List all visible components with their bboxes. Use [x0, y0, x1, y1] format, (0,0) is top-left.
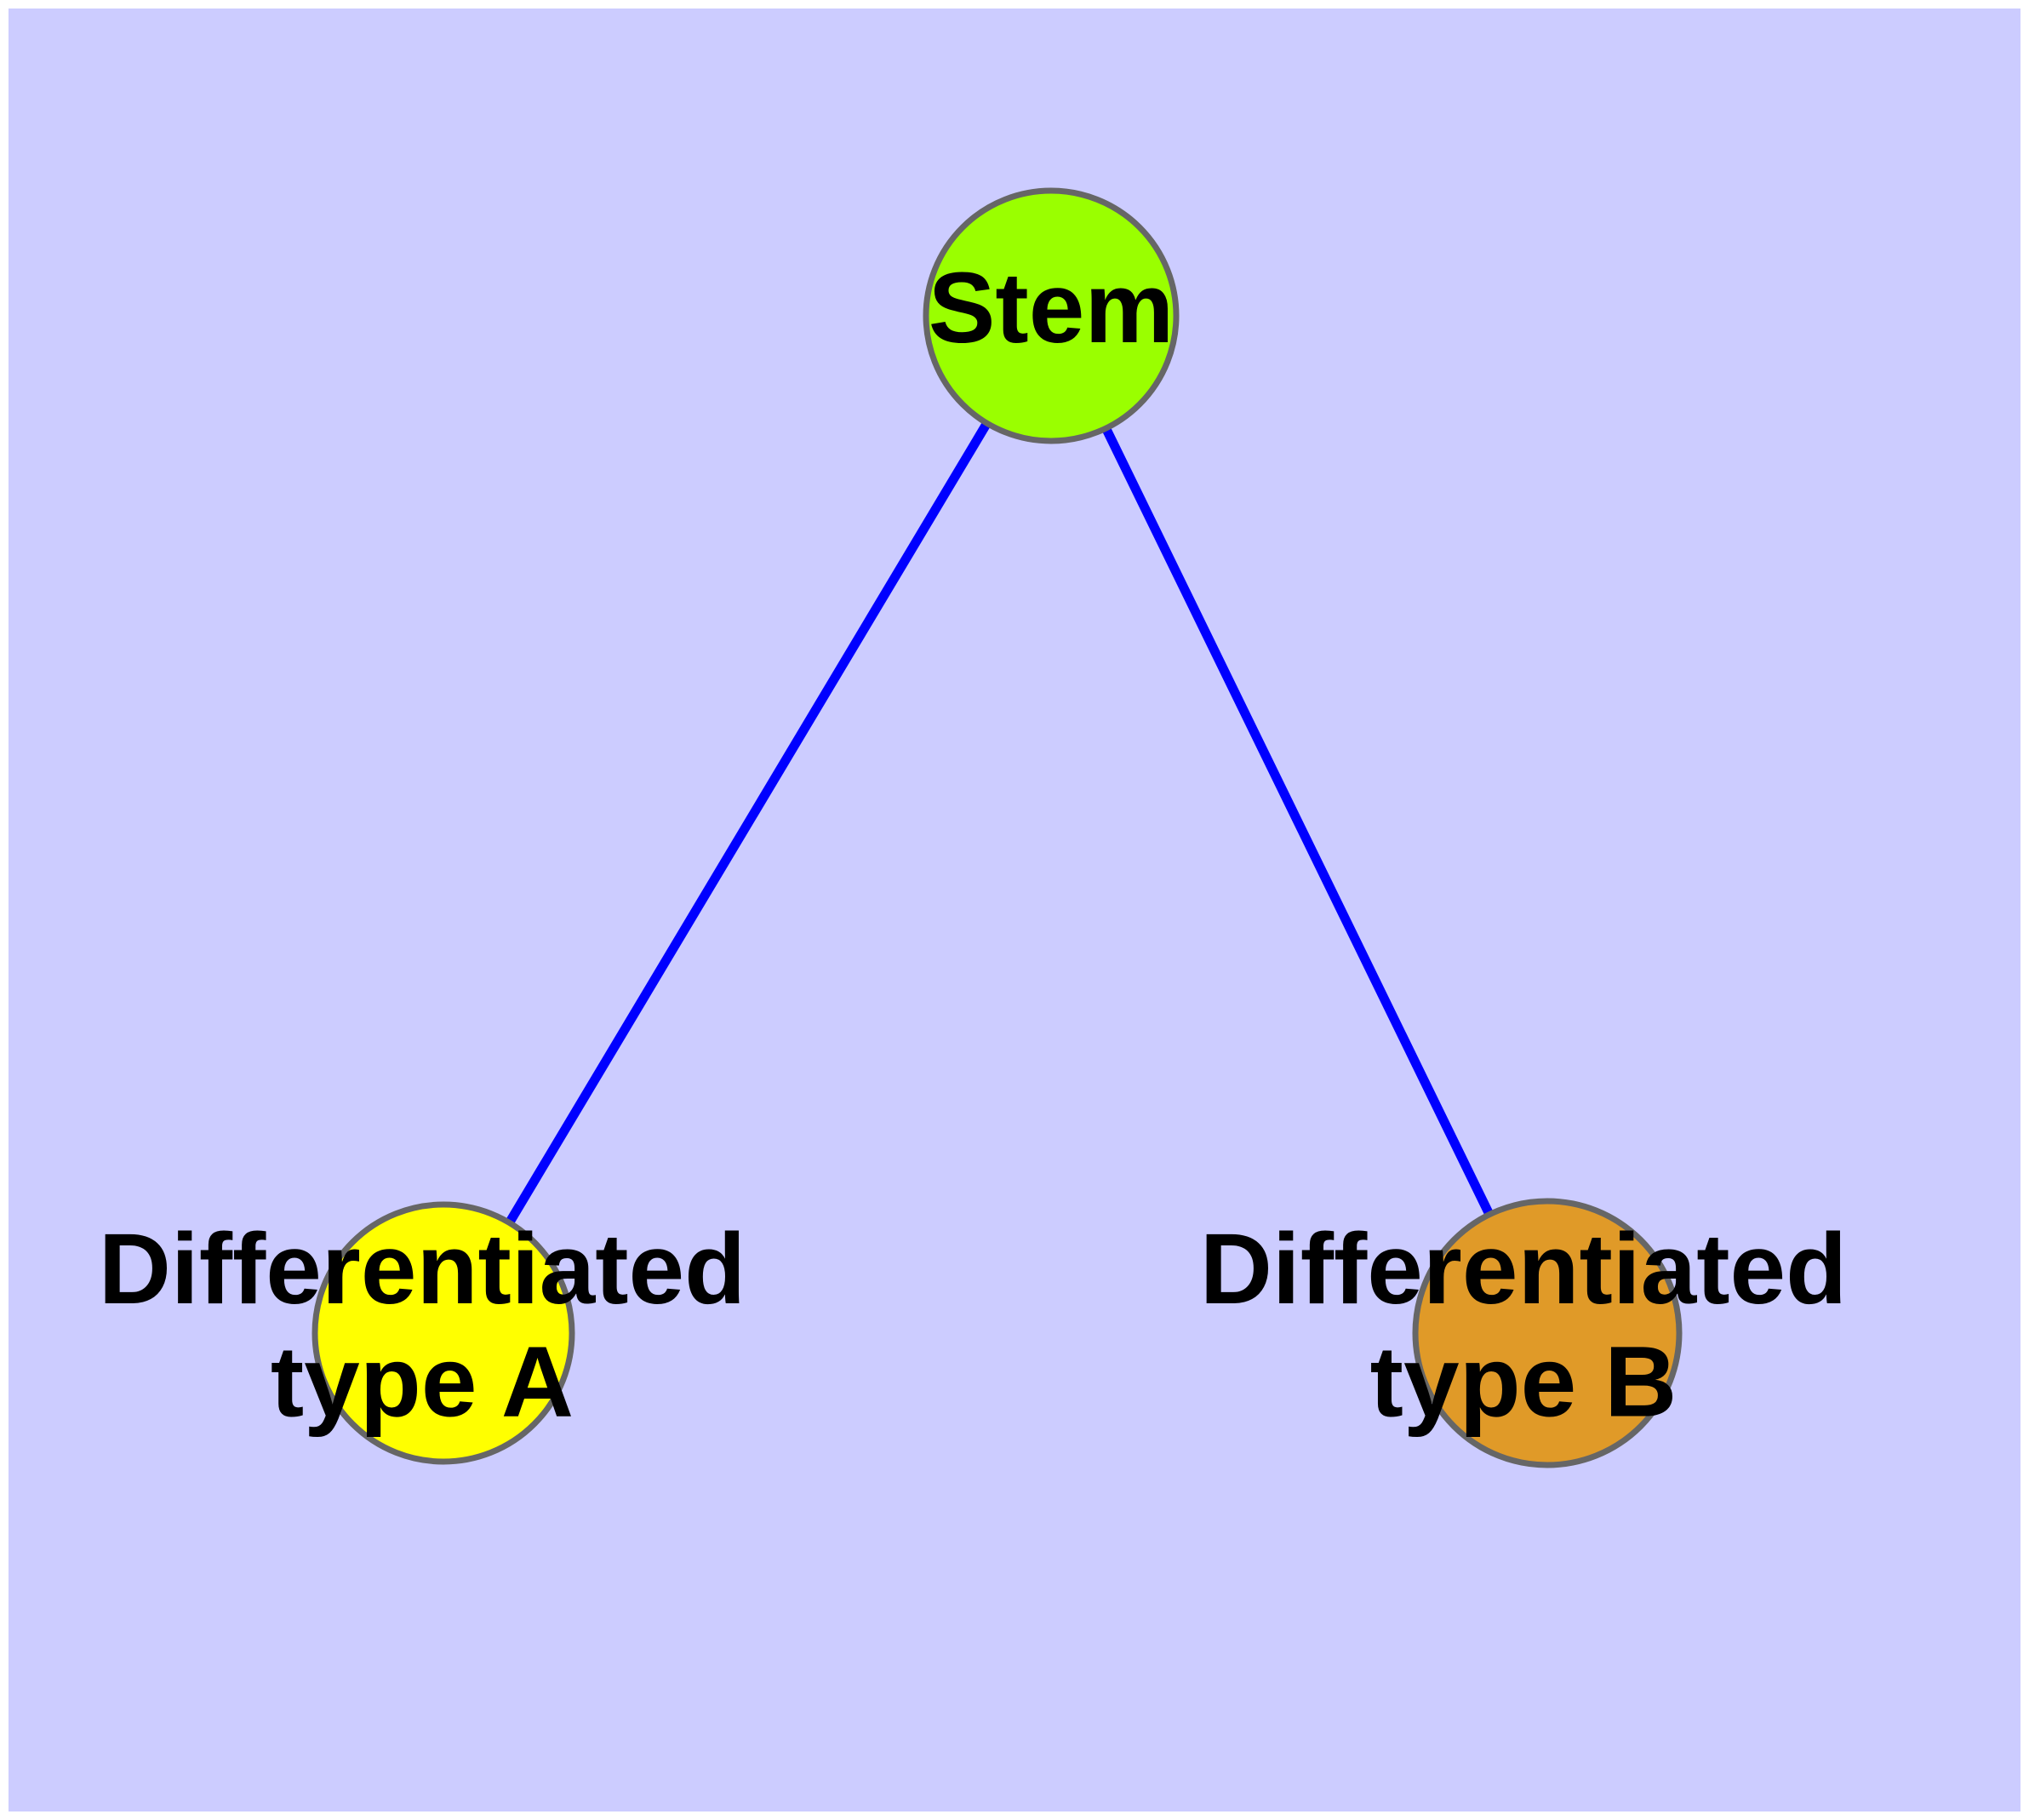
node-differentiated-type-a-label-line1: Differentiated	[99, 1213, 746, 1325]
node-differentiated-type-b-label-line2: type B	[1370, 1325, 1677, 1438]
edge-stem-to-differentiated-type-b[interactable]	[1047, 313, 1552, 1336]
edge-layer	[439, 313, 1552, 1336]
node-layer: Stem Differentiated type A Differentiate…	[99, 187, 1848, 1468]
node-differentiated-type-b-label-line1: Differentiated	[1200, 1213, 1848, 1325]
node-stem-label-line1: Stem	[929, 252, 1175, 364]
edge-stem-to-differentiated-type-a[interactable]	[439, 313, 1055, 1336]
node-differentiated-type-a-circle[interactable]	[311, 1201, 575, 1465]
node-differentiated-type-a[interactable]: Differentiated type A	[99, 1201, 746, 1465]
node-stem-circle[interactable]	[923, 187, 1180, 444]
node-stem[interactable]: Stem	[923, 187, 1180, 444]
node-differentiated-type-a-label-line2: type A	[271, 1325, 574, 1438]
node-differentiated-type-b[interactable]: Differentiated type B	[1200, 1198, 1848, 1468]
node-differentiated-type-b-circle[interactable]	[1412, 1198, 1683, 1468]
